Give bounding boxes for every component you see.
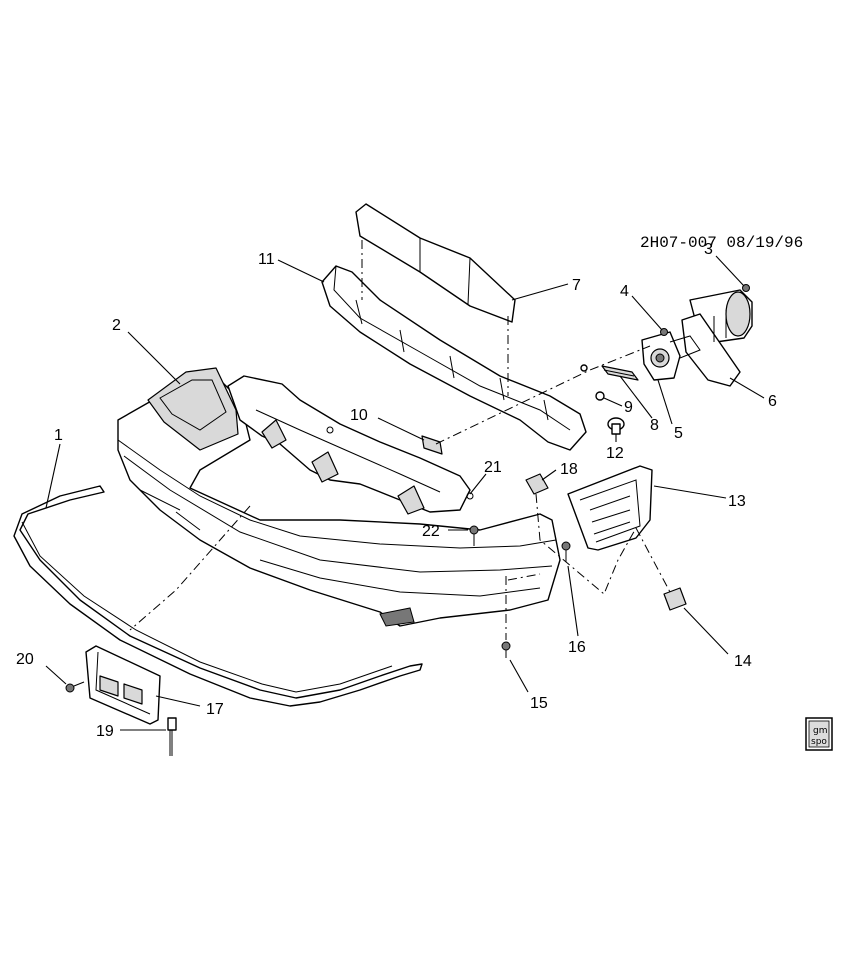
callout-7: 7 <box>572 277 581 294</box>
part-7-impact-pad <box>355 203 516 323</box>
part-5-mount-plate <box>641 331 701 381</box>
part-10-clip <box>421 435 443 455</box>
callout-1: 1 <box>54 427 63 444</box>
callout-22: 22 <box>422 523 440 540</box>
leader-lines <box>45 255 765 731</box>
dashline-mount <box>435 345 651 445</box>
part-9-washer <box>595 391 605 401</box>
part-19-stud <box>167 717 177 756</box>
part-6-absorber-tube <box>681 289 753 387</box>
callout-6: 6 <box>768 393 777 410</box>
part-8-spacer <box>601 365 639 381</box>
dashline-13-14 <box>635 527 671 593</box>
dashline-1-fascia <box>129 505 251 631</box>
part-15-bolt <box>501 641 511 658</box>
callout-8: 8 <box>650 417 659 434</box>
callout-12: 12 <box>606 445 624 462</box>
callout-10: 10 <box>350 407 368 424</box>
logo-gm: gm <box>813 726 827 736</box>
part-12-pin <box>607 417 625 435</box>
callout-9: 9 <box>624 399 633 416</box>
gm-spo-logo: gm spo <box>805 717 833 751</box>
callout-5: 5 <box>674 425 683 442</box>
part-3-nut <box>742 284 750 292</box>
dashline-7-11 <box>361 240 509 396</box>
part-22-bolt <box>469 525 479 546</box>
part-2-bumper-fascia <box>117 367 561 627</box>
callout-17: 17 <box>206 701 224 718</box>
logo-spo: spo <box>811 737 827 747</box>
part-20-screw <box>65 681 85 693</box>
dashline-lower <box>505 493 637 640</box>
callout-14: 14 <box>734 653 752 670</box>
part-washer-small <box>580 364 588 372</box>
part-1-molding <box>13 485 423 707</box>
callout-4: 4 <box>620 283 629 300</box>
part-4-nut <box>660 328 668 336</box>
part-11-energy-absorber <box>321 265 587 451</box>
callout-20: 20 <box>16 651 34 668</box>
callout-19: 19 <box>96 723 114 740</box>
callout-18: 18 <box>560 461 578 478</box>
callout-3: 3 <box>704 241 713 258</box>
callout-2: 2 <box>112 317 121 334</box>
callout-11: 11 <box>258 251 275 268</box>
part-16-screw <box>561 541 571 562</box>
part-13-side-bracket <box>567 465 653 551</box>
part-14-grommet <box>663 587 687 611</box>
callout-16: 16 <box>568 639 586 656</box>
callout-15: 15 <box>530 695 548 712</box>
part-18-clip <box>525 473 549 495</box>
part-17-bracket <box>85 645 161 725</box>
callout-labels: 1 2 3 4 5 6 7 8 9 10 11 12 13 14 15 16 1… <box>16 241 777 740</box>
callout-13: 13 <box>728 493 746 510</box>
callout-21: 21 <box>484 459 502 476</box>
diagram-code: 2H07-007 08/19/96 <box>640 234 803 252</box>
part-21-reinforcement <box>227 375 474 515</box>
